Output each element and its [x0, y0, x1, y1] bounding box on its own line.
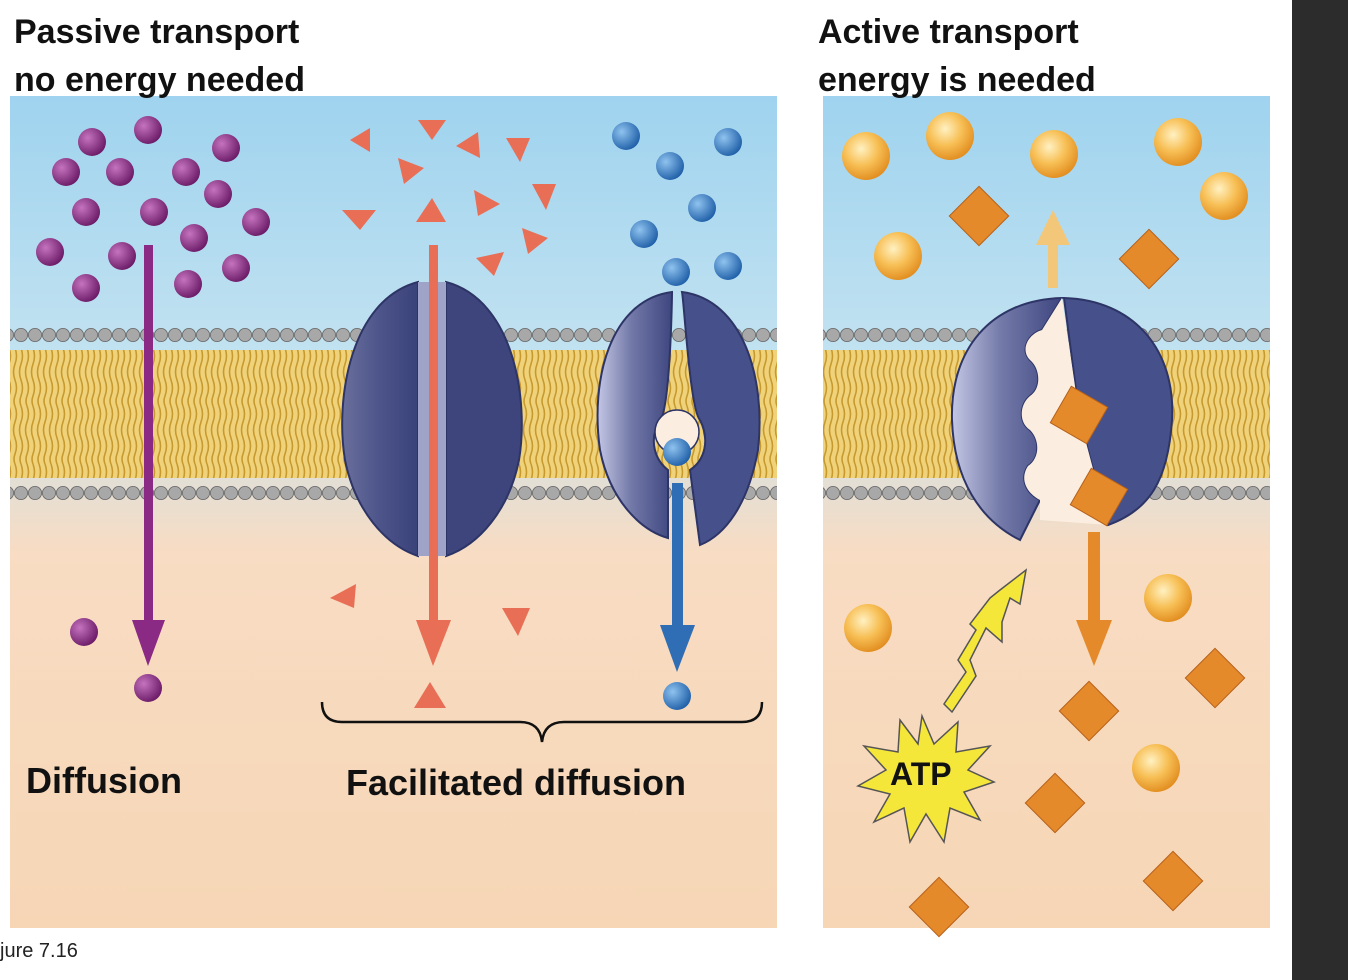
active-heading-line1: Active transport — [818, 13, 1079, 51]
channel-protein — [341, 245, 523, 666]
active-squares — [908, 185, 1246, 938]
active-spheres — [842, 112, 1248, 792]
figure-caption: jure 7.16 — [0, 940, 78, 962]
passive-heading-line2: no energy needed — [14, 61, 305, 99]
active-heading-line2: energy is needed — [818, 61, 1096, 99]
pump-arrows — [1036, 210, 1112, 666]
diffusion-label: Diffusion — [26, 760, 182, 801]
channel-particles — [330, 120, 556, 708]
carrier-particles — [612, 122, 742, 710]
atp-energy-bolt — [943, 568, 1028, 714]
diffusion-particles — [36, 116, 270, 702]
passive-heading: Passive transport no energy needed — [14, 8, 305, 104]
membrane-transport-diagram — [10, 96, 1270, 938]
passive-heading-line1: Passive transport — [14, 13, 300, 51]
right-edge-bar — [1292, 0, 1348, 980]
facilitated-diffusion-label: Facilitated diffusion — [346, 762, 687, 803]
atp-label: ATP — [890, 756, 952, 792]
diffusion-arrow — [132, 245, 165, 666]
atp-burst — [856, 713, 997, 845]
facilitated-brace — [320, 701, 764, 743]
active-heading: Active transport energy is needed — [818, 8, 1096, 104]
carrier-protein — [596, 290, 761, 672]
